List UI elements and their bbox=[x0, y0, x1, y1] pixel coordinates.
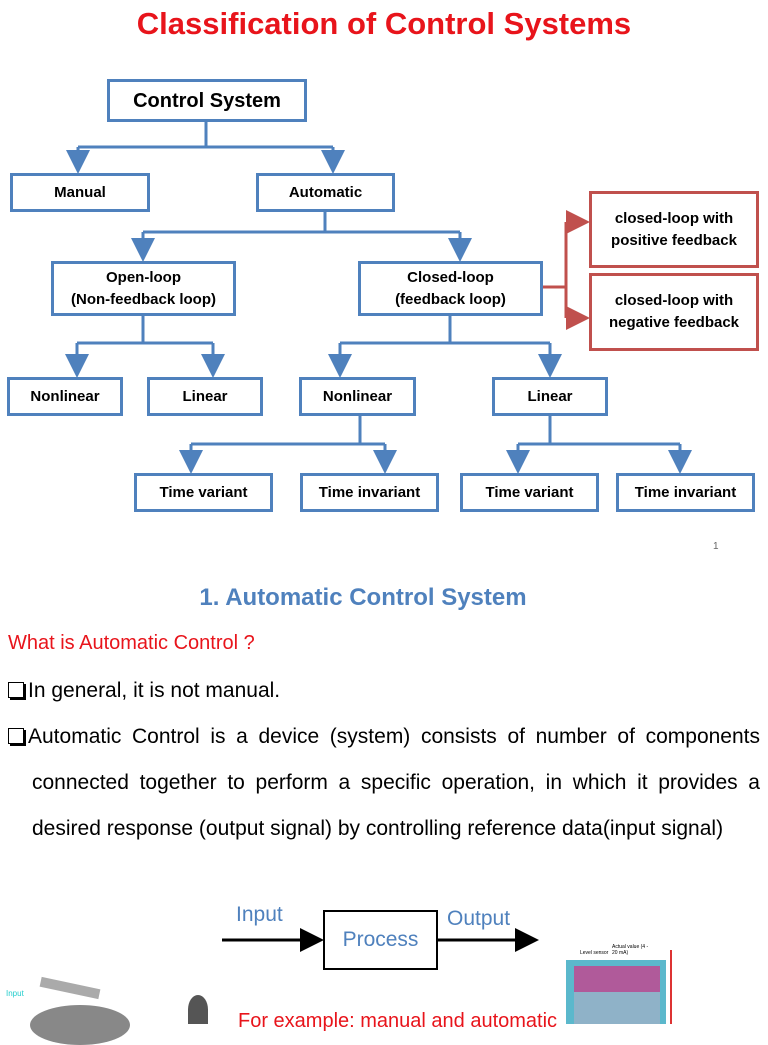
node-nl-time-variant: Time variant bbox=[134, 473, 273, 512]
bullet-text: Automatic Control is a device (system) c… bbox=[28, 725, 760, 840]
bullet-1: In general, it is not manual. bbox=[8, 668, 760, 714]
label: closed-loop with bbox=[614, 292, 734, 309]
node-l-time-invariant: Time invariant bbox=[616, 473, 755, 512]
node-manual: Manual bbox=[10, 173, 150, 212]
manual-tank-illustration: Input bbox=[0, 975, 140, 1045]
bullet-2: Automatic Control is a device (system) c… bbox=[8, 714, 760, 852]
node-closed-nonlinear: Nonlinear bbox=[299, 377, 416, 416]
process-box: Process bbox=[323, 910, 438, 970]
label: Closed-loop bbox=[407, 268, 494, 286]
input-label: Input bbox=[236, 903, 283, 926]
question: What is Automatic Control ? bbox=[8, 632, 255, 654]
node-open-loop: Open-loop (Non-feedback loop) bbox=[51, 261, 236, 316]
output-label: Output bbox=[447, 907, 511, 930]
node-negative-feedback: closed-loop with negative feedback bbox=[589, 273, 759, 351]
node-open-linear: Linear bbox=[147, 377, 263, 416]
node-positive-feedback: closed-loop with positive feedback bbox=[589, 191, 759, 268]
image-input-label: Input bbox=[6, 989, 24, 998]
label: Open-loop bbox=[106, 268, 181, 286]
label: (Non-feedback loop) bbox=[71, 290, 216, 308]
node-open-nonlinear: Nonlinear bbox=[7, 377, 123, 416]
node-control-system: Control System bbox=[107, 79, 307, 122]
example-caption: For example: manual and automatic bbox=[238, 1010, 558, 1032]
node-automatic: Automatic bbox=[256, 173, 395, 212]
node-closed-linear: Linear bbox=[492, 377, 608, 416]
label: negative feedback bbox=[608, 314, 740, 331]
label: positive feedback bbox=[611, 231, 737, 249]
level-sensor-tank-illustration: Level sensor Actual value (4 - 20 mA) bbox=[560, 944, 690, 1024]
page-number: 1 bbox=[713, 541, 719, 552]
label: (feedback loop) bbox=[395, 290, 506, 308]
tree-connectors bbox=[65, 122, 692, 952]
node-closed-loop: Closed-loop (feedback loop) bbox=[358, 261, 543, 316]
actual-value-label: Actual value (4 - 20 mA) bbox=[612, 944, 649, 956]
operator-illustration bbox=[188, 995, 208, 1024]
node-nl-time-invariant: Time invariant bbox=[300, 473, 439, 512]
node-l-time-variant: Time variant bbox=[460, 473, 599, 512]
sensor-label: Level sensor bbox=[580, 950, 609, 956]
checkbox-bullet-icon bbox=[8, 728, 24, 744]
checkbox-bullet-icon bbox=[8, 682, 24, 698]
page-title: Classification of Control Systems bbox=[136, 6, 632, 41]
bullet-text: In general, it is not manual. bbox=[28, 679, 281, 702]
label: closed-loop with bbox=[614, 209, 734, 227]
section-heading: 1. Automatic Control System bbox=[199, 584, 527, 611]
